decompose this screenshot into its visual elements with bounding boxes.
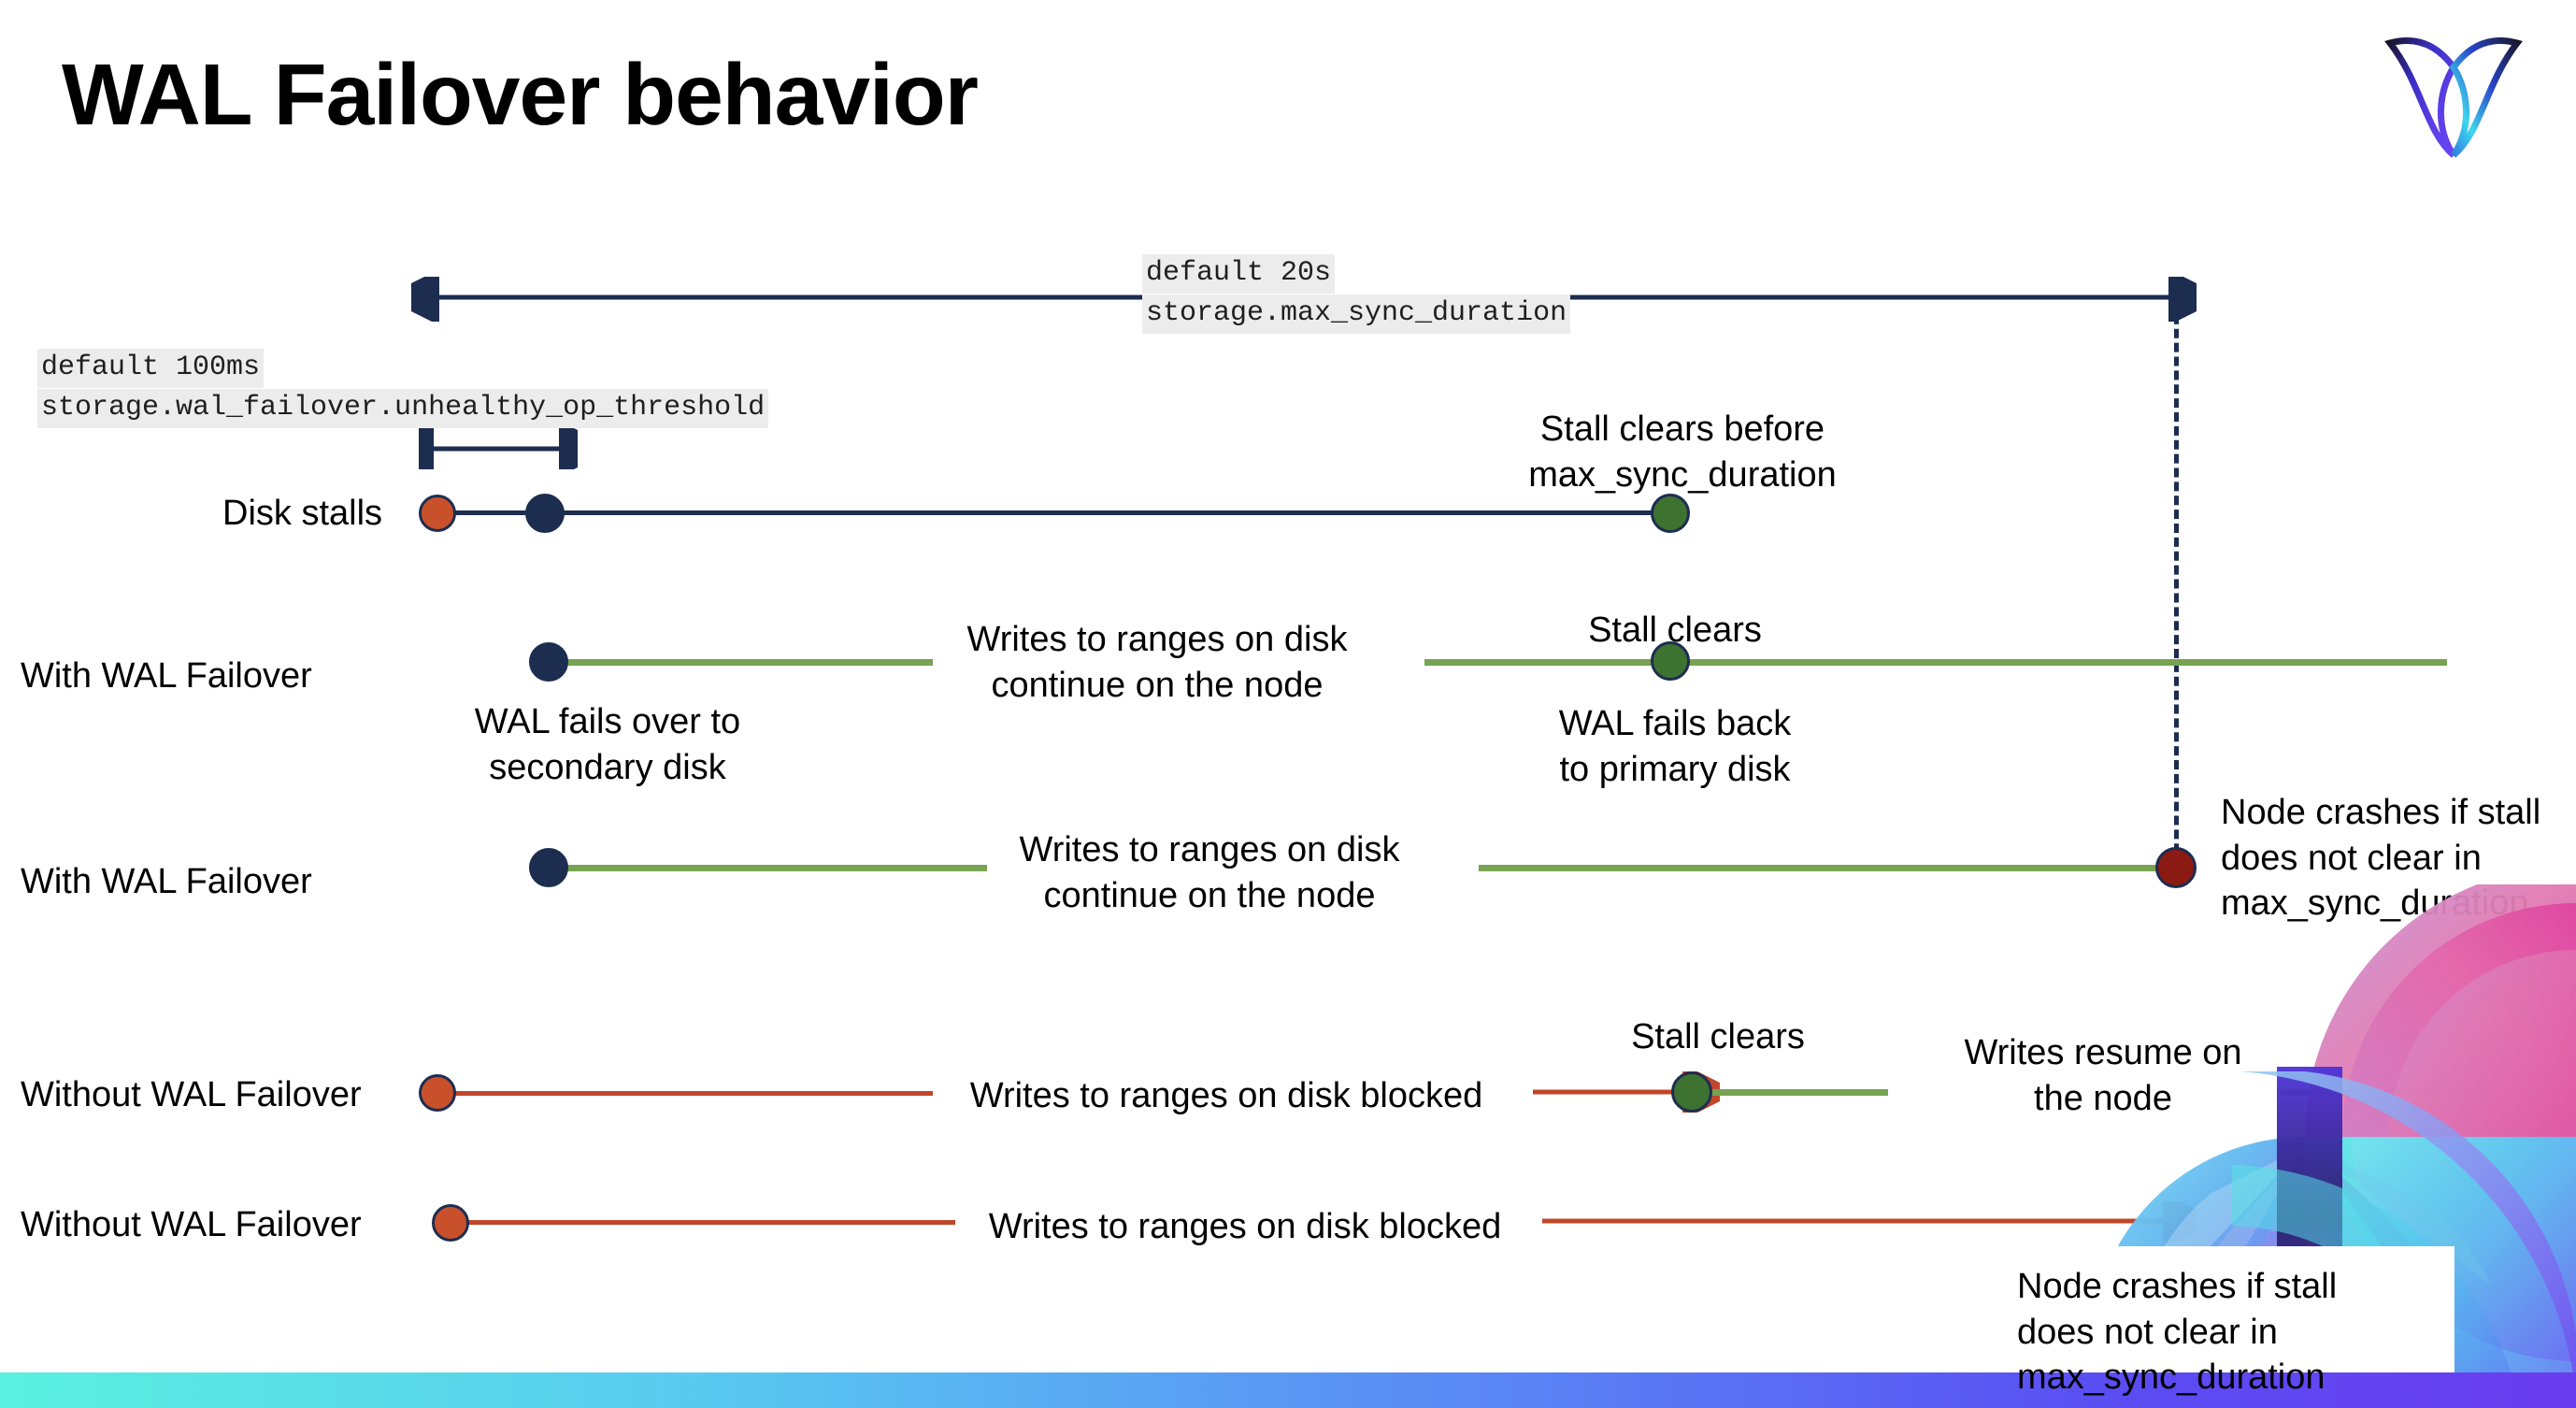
without-wal-failover-blocked-segment-row5: [451, 1220, 955, 1225]
unhealthy-op-threshold-setting-label: storage.wal_failover.unhealthy_op_thresh…: [37, 389, 769, 428]
page-title: WAL Failover behavior: [62, 46, 979, 143]
note-writes-blocked-row5: Writes to ranges on disk blocked: [988, 1207, 1502, 1246]
max-sync-duration-default-label: default 20s: [1142, 254, 1336, 294]
wal-failover-stall-cleared-dot: [1651, 641, 1690, 681]
note-wal-fails-over-to-secondary-disk: WAL fails over to secondary disk: [474, 702, 741, 787]
note-writes-continue-on-node-row3: Writes to ranges on disk continue on the…: [1019, 830, 1400, 915]
without-wal-failover-stall-cleared-dot-row4: [1671, 1071, 1712, 1113]
note-node-crashes-row5: Node crashes if stall does not clear in …: [2017, 1267, 2338, 1398]
node-crash-dot-row3: [2155, 847, 2197, 888]
note-stall-clears-before-max-sync: Stall clears before max_sync_duration: [1528, 409, 1837, 495]
max-sync-duration-setting-label: storage.max_sync_duration: [1142, 295, 1571, 334]
max-sync-duration-dashed-connector: [2174, 301, 2179, 881]
without-wal-failover-blocked-arrow-row5: [1542, 1201, 2197, 1243]
with-wal-failover-clears-segment-1: [540, 659, 933, 666]
note-wal-fails-back-to-primary-disk: WAL fails back to primary disk: [1558, 704, 1792, 789]
row-label-without-wal-failover-clears: Without WAL Failover: [21, 1075, 362, 1114]
with-wal-failover-crash-segment-1: [540, 865, 987, 871]
without-wal-failover-stall-start-dot-row5: [432, 1204, 469, 1242]
disk-stall-detected-dot: [525, 494, 565, 533]
note-writes-continue-on-node-row2: Writes to ranges on disk continue on the…: [966, 620, 1348, 705]
unhealthy-op-threshold-default-label: default 100ms: [37, 349, 265, 388]
disk-stall-start-dot: [419, 495, 456, 532]
wal-failover-start-dot: [529, 642, 568, 682]
without-wal-failover-resume-segment-row4b: [2281, 1089, 2449, 1096]
note-writes-resume-on-node-row4: Writes resume on the node: [1964, 1033, 2242, 1118]
with-wal-failover-crash-segment-2: [1479, 865, 2178, 871]
bottom-gradient-bar: [0, 1372, 2576, 1408]
row-label-disk-stalls: Disk stalls: [222, 494, 383, 533]
without-wal-failover-resume-segment-row4: [1710, 1089, 1888, 1096]
row-label-with-wal-failover-crash: With WAL Failover: [21, 862, 312, 901]
disk-stall-cleared-dot: [1651, 494, 1690, 533]
cockroachdb-logo-icon: [2384, 37, 2523, 159]
note-stall-clears-row2: Stall clears: [1588, 611, 1762, 650]
note-node-crashes-row3: Node crashes if stall does not clear in …: [2221, 793, 2541, 924]
row-label-without-wal-failover-crash: Without WAL Failover: [21, 1205, 362, 1244]
wal-failover-crash-start-dot: [529, 848, 568, 887]
without-wal-failover-blocked-arrow-row4: [1533, 1071, 1720, 1113]
without-wal-failover-stall-start-dot-row4: [419, 1074, 456, 1112]
without-wal-failover-blocked-segment-row4: [437, 1091, 933, 1096]
note-stall-clears-row4: Stall clears: [1631, 1017, 1805, 1056]
with-wal-failover-clears-segment-2: [1424, 659, 2447, 666]
unhealthy-op-threshold-span-arrow: [419, 428, 578, 469]
row-label-with-wal-failover-clears: With WAL Failover: [21, 656, 312, 696]
disk-stalls-timeline: [437, 510, 1681, 515]
note-writes-blocked-row4: Writes to ranges on disk blocked: [969, 1076, 1483, 1115]
